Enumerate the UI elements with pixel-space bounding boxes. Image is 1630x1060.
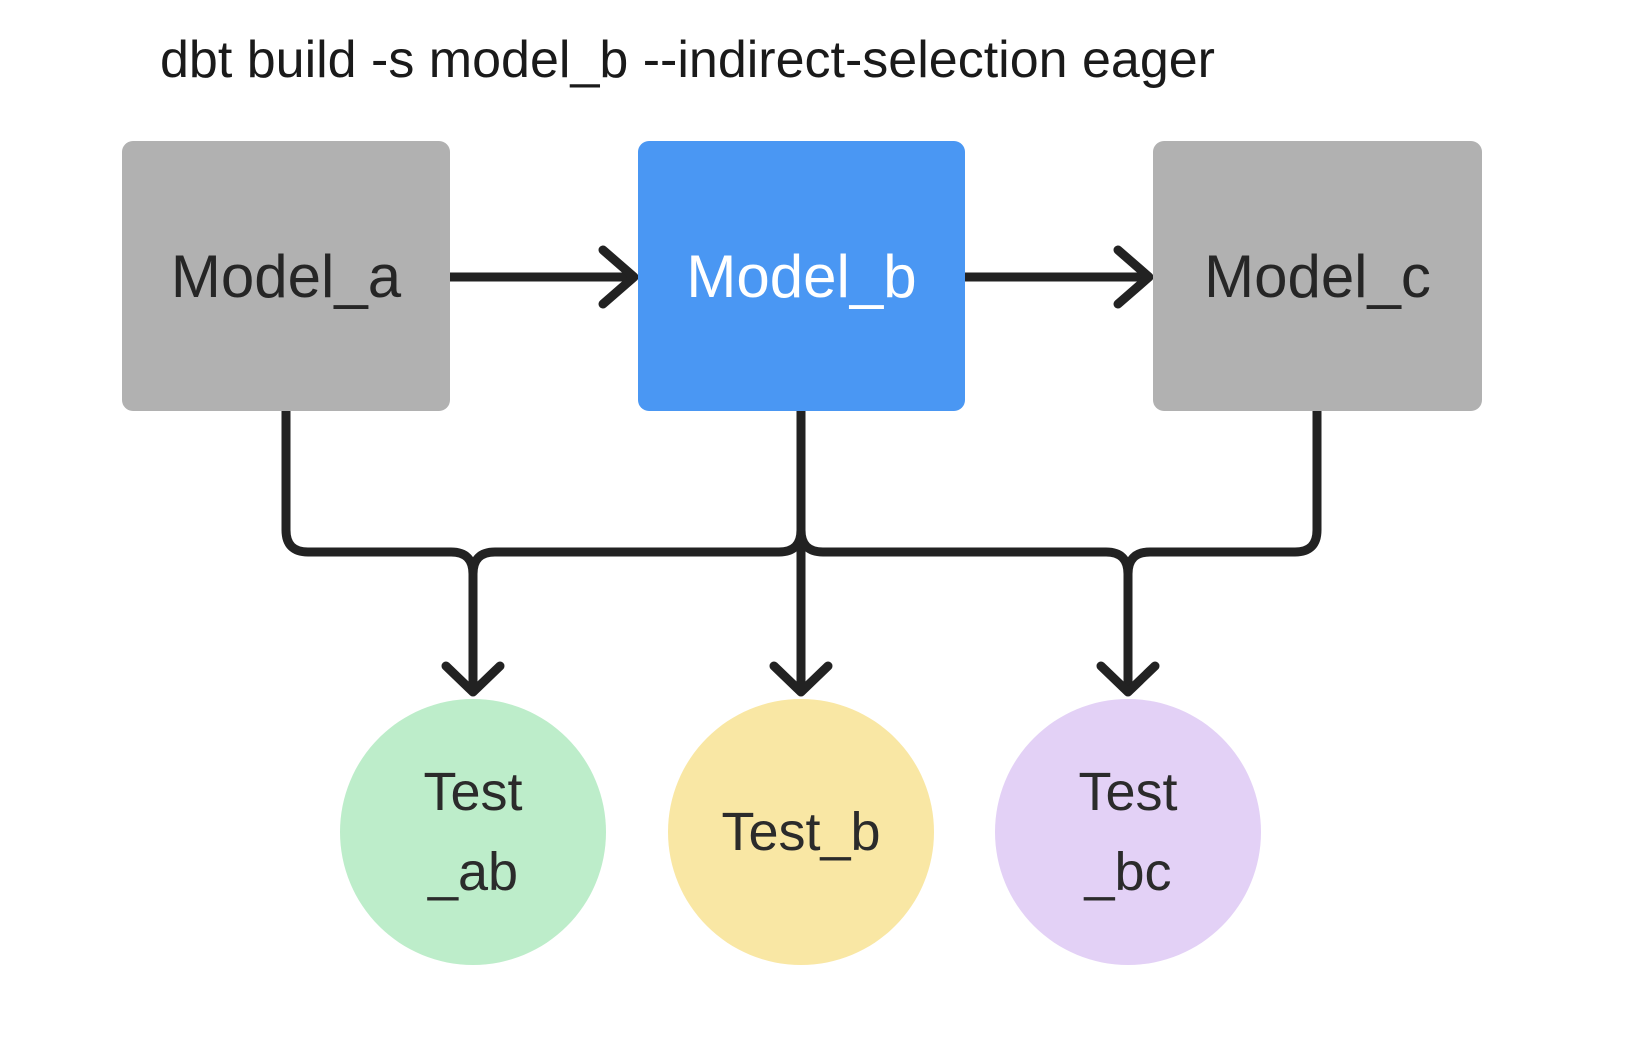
node-test-b: Test_b [668, 699, 934, 965]
edge-model_b-test_bc [796, 406, 1133, 692]
edge-model_b-test_ab [468, 406, 806, 692]
node-label: Model_b [686, 242, 917, 310]
node-label-line1: Test [423, 762, 523, 822]
edge-shaft [281, 406, 478, 692]
arrowhead-down-icon [1096, 661, 1160, 697]
edge-shaft [468, 406, 806, 692]
edge-model_c-test_bc [1123, 406, 1322, 692]
node-label: Model_a [170, 242, 402, 310]
edge-group [281, 245, 1322, 697]
arrowhead-down-icon [441, 661, 505, 697]
arrowhead-right-icon [598, 245, 639, 309]
node-model-a: Model_a [122, 141, 450, 411]
node-test-ab: Test _ab [340, 699, 606, 965]
node-label-line1: Test_b [721, 802, 881, 862]
arrowhead-right-icon [1113, 245, 1154, 309]
node-label-line1: Test [1078, 762, 1178, 822]
edge-model_a-test_ab [281, 406, 478, 692]
edge-shaft [796, 406, 1133, 692]
node-label-line2: _ab [427, 842, 519, 902]
node-model-c: Model_c [1153, 141, 1482, 411]
edge-shaft [1123, 406, 1322, 692]
node-model-b: Model_b [638, 141, 965, 411]
diagram-title: dbt build -s model_b --indirect-selectio… [160, 31, 1215, 89]
node-label-line2: _bc [1084, 842, 1172, 902]
arrowhead-down-icon [769, 661, 833, 697]
edge-model_b-model_c [960, 245, 1154, 309]
edge-model_a-model_b [445, 245, 639, 309]
node-label: Model_c [1204, 242, 1431, 310]
node-test-bc: Test _bc [995, 699, 1261, 965]
